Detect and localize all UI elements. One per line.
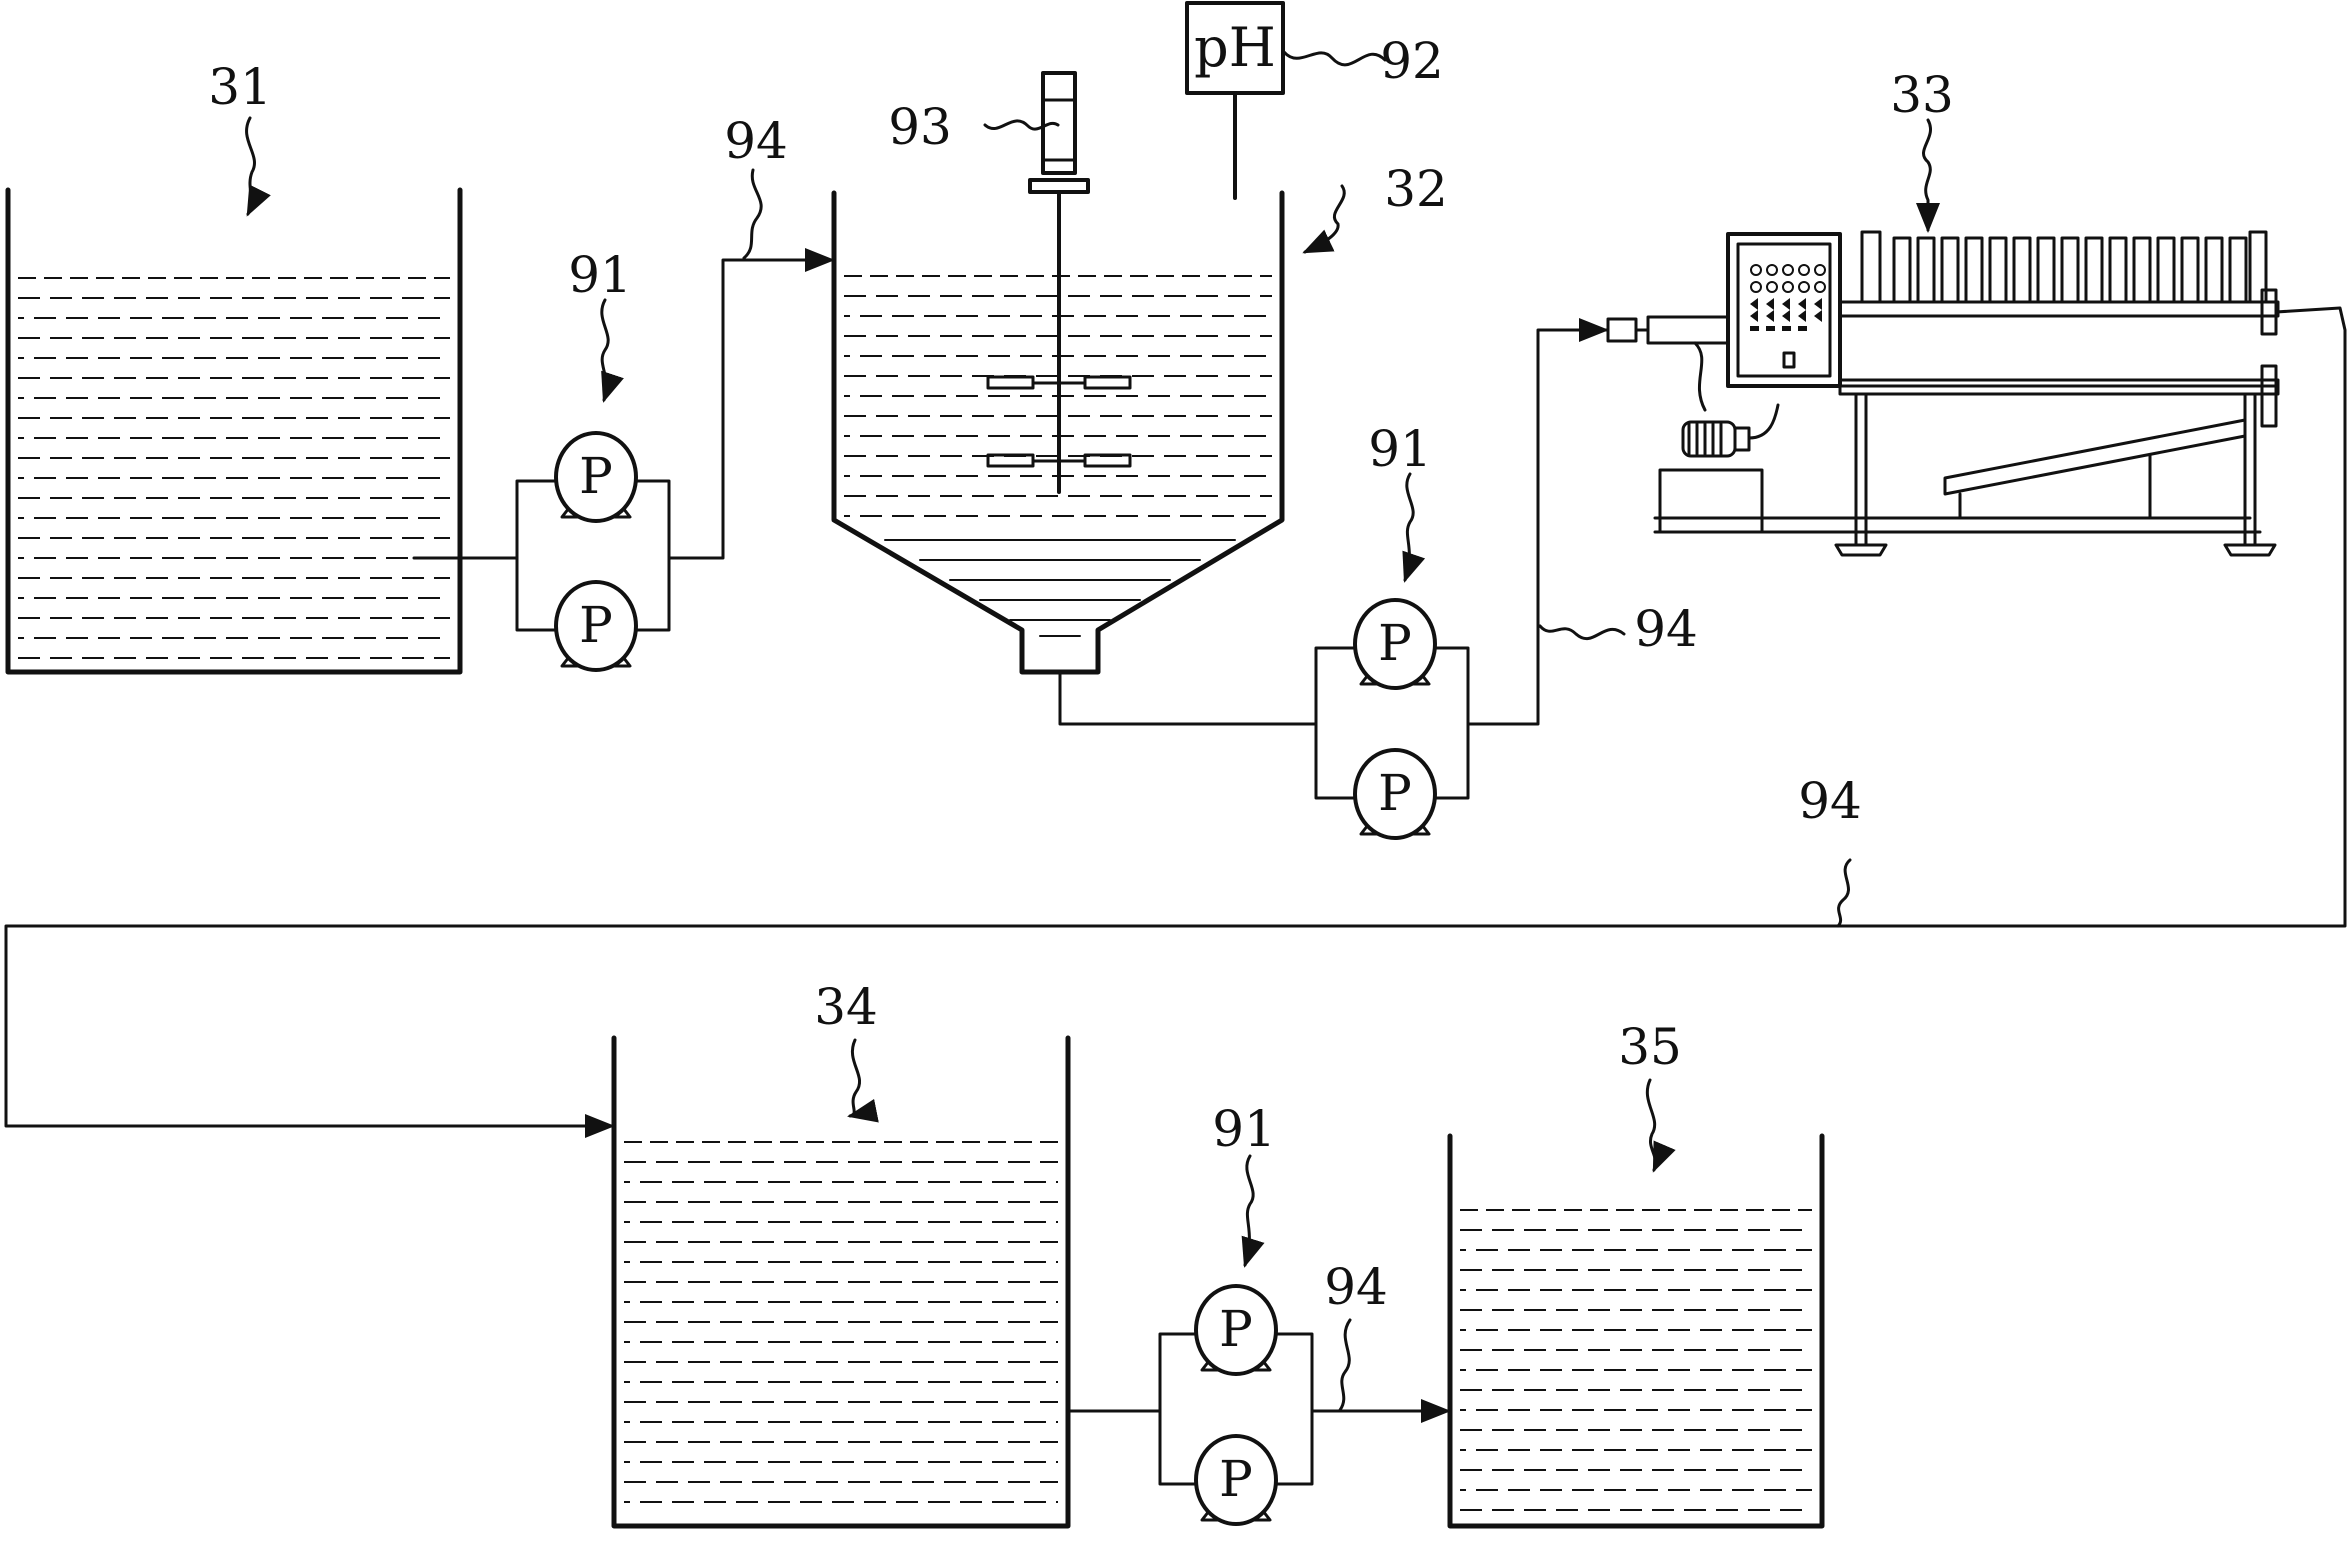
- label-tank-34: 34: [814, 978, 878, 1036]
- liquid-fill: [18, 277, 450, 659]
- label-pipe-94-a: 94: [724, 112, 788, 170]
- ph-meter-label: pH: [1194, 16, 1276, 79]
- leader-lines: [245, 50, 1940, 1412]
- pump-label: P: [579, 447, 613, 505]
- label-pump-91-b: 91: [1368, 420, 1432, 478]
- pump-label: P: [579, 596, 613, 654]
- pump-label: P: [1219, 1300, 1253, 1358]
- pump-label: P: [1219, 1450, 1253, 1508]
- tank-34: [611, 1035, 1071, 1529]
- label-tank-31: 31: [208, 58, 272, 116]
- pump-group-91-b: P P: [1314, 598, 1470, 840]
- pump-label: P: [1378, 764, 1412, 822]
- tank-35: [1447, 1133, 1825, 1529]
- reference-labels: 31 32 33 34 35 91 91 91 92 93 94 94 94 9…: [208, 32, 1954, 1316]
- ph-meter: pH: [1185, 1, 1285, 200]
- pipes: [4, 248, 2347, 1423]
- pump-label: P: [1378, 614, 1412, 672]
- label-filter-press-33: 33: [1890, 66, 1954, 124]
- pump: P: [1194, 1434, 1278, 1526]
- pump: P: [554, 580, 638, 672]
- label-pump-91-c: 91: [1212, 1100, 1276, 1158]
- pump: P: [1353, 598, 1437, 690]
- label-pipe-94-b: 94: [1634, 600, 1698, 658]
- mixer: [986, 71, 1132, 494]
- filter-press: [1606, 230, 2280, 557]
- pump-group-91-a: P P: [515, 431, 671, 672]
- label-pipe-94-c: 94: [1798, 772, 1862, 830]
- label-pump-91-a: 91: [568, 246, 632, 304]
- pump: P: [554, 431, 638, 523]
- liquid-fill: [1460, 1209, 1812, 1511]
- label-pipe-94-d: 94: [1324, 1258, 1388, 1316]
- label-tank-35: 35: [1618, 1018, 1682, 1076]
- pump: P: [1194, 1284, 1278, 1376]
- label-tank-32: 32: [1384, 160, 1448, 218]
- label-mixer-93: 93: [888, 98, 952, 156]
- pump-group-91-c: P P: [1158, 1284, 1314, 1526]
- pump: P: [1353, 748, 1437, 840]
- liquid-fill: [624, 1141, 1058, 1503]
- label-ph-meter-92: 92: [1380, 32, 1444, 90]
- tank-31: [5, 187, 463, 675]
